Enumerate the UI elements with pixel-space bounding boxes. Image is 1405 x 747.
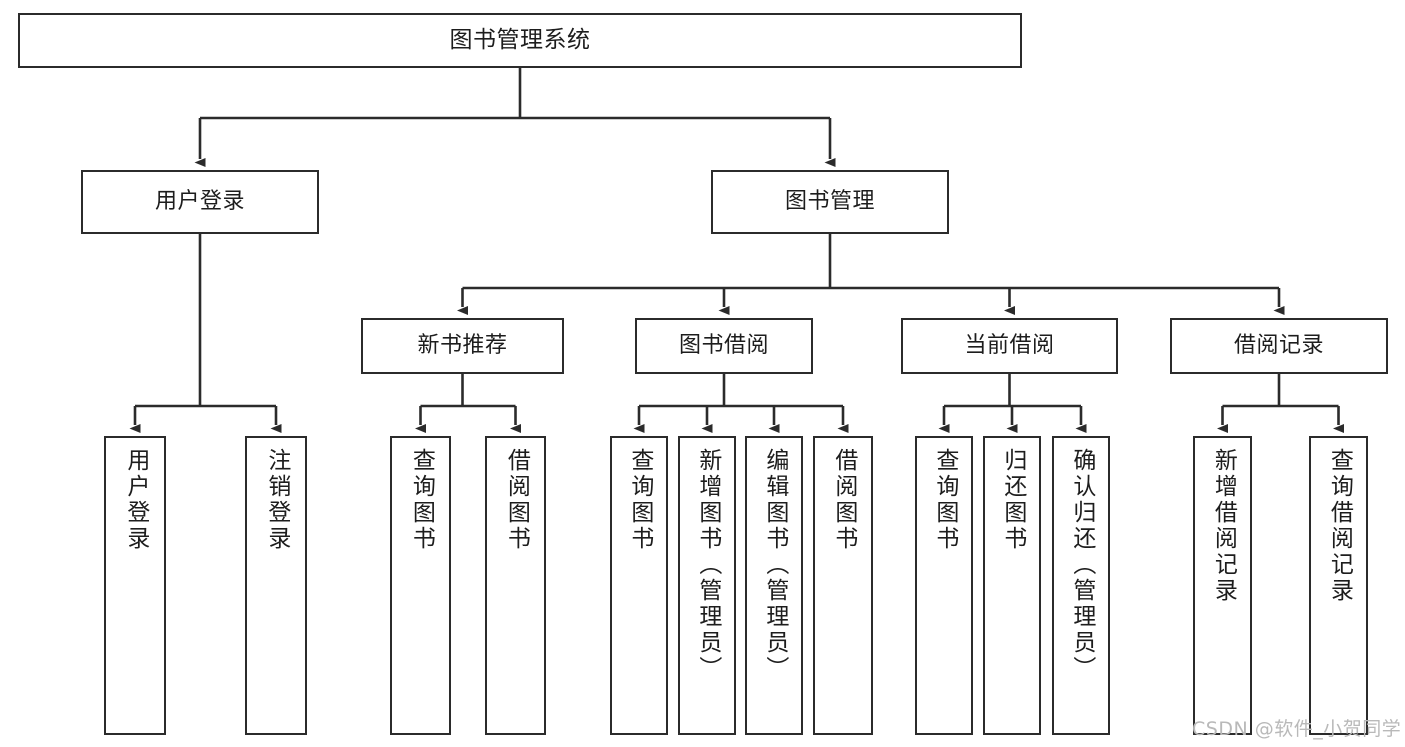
node-leaf-br-add-label: 新增借阅记录: [1210, 448, 1237, 604]
node-leaf-bb-edit-label: 编辑图书（管理员）: [761, 448, 788, 682]
node-leaf-rec-borrow[interactable]: 借阅图书: [485, 436, 546, 735]
node-leaf-bb-query[interactable]: 查询图书: [610, 436, 668, 735]
node-leaf-br-query[interactable]: 查询借阅记录: [1309, 436, 1368, 735]
node-leaf-bb-add[interactable]: 新增图书（管理员）: [678, 436, 736, 735]
node-borrow-record[interactable]: 借阅记录: [1170, 318, 1388, 374]
node-leaf-bb-query-label: 查询图书: [626, 448, 653, 552]
node-leaf-br-query-label: 查询借阅记录: [1326, 448, 1353, 604]
node-current-borrow-label: 当前借阅: [964, 333, 1055, 359]
node-leaf-bb-edit[interactable]: 编辑图书（管理员）: [745, 436, 803, 735]
node-user-login[interactable]: 用户登录: [81, 170, 319, 234]
node-new-book-rec[interactable]: 新书推荐: [361, 318, 564, 374]
node-leaf-cb-confirm-label: 确认归还（管理员）: [1068, 448, 1095, 682]
node-leaf-cb-return-label: 归还图书: [999, 448, 1026, 552]
node-book-manage[interactable]: 图书管理: [711, 170, 949, 234]
node-leaf-rec-query[interactable]: 查询图书: [390, 436, 451, 735]
node-root[interactable]: 图书管理系统: [18, 13, 1022, 68]
node-book-manage-label: 图书管理: [784, 189, 875, 215]
node-leaf-rec-query-label: 查询图书: [408, 448, 435, 552]
node-current-borrow[interactable]: 当前借阅: [901, 318, 1118, 374]
node-leaf-cb-return[interactable]: 归还图书: [983, 436, 1041, 735]
node-leaf-user-logout-label: 注销登录: [263, 448, 290, 552]
node-user-login-label: 用户登录: [154, 189, 245, 215]
node-leaf-rec-borrow-label: 借阅图书: [503, 448, 530, 552]
node-leaf-cb-query[interactable]: 查询图书: [915, 436, 973, 735]
node-leaf-user-login[interactable]: 用户登录: [104, 436, 166, 735]
node-new-book-rec-label: 新书推荐: [417, 333, 508, 359]
node-leaf-user-logout[interactable]: 注销登录: [245, 436, 307, 735]
node-leaf-cb-query-label: 查询图书: [931, 448, 958, 552]
node-leaf-bb-borrow[interactable]: 借阅图书: [813, 436, 873, 735]
node-book-borrow[interactable]: 图书借阅: [635, 318, 813, 374]
csdn-watermark: CSDN @软件_小贺同学: [1192, 718, 1402, 740]
node-book-borrow-label: 图书借阅: [678, 333, 769, 359]
node-leaf-bb-add-label: 新增图书（管理员）: [694, 448, 721, 682]
node-leaf-bb-borrow-label: 借阅图书: [830, 448, 857, 552]
node-leaf-br-add[interactable]: 新增借阅记录: [1193, 436, 1252, 735]
node-leaf-user-login-label: 用户登录: [122, 448, 149, 552]
node-leaf-cb-confirm[interactable]: 确认归还（管理员）: [1052, 436, 1110, 735]
node-root-label: 图书管理系统: [449, 27, 591, 54]
node-borrow-record-label: 借阅记录: [1233, 333, 1324, 359]
